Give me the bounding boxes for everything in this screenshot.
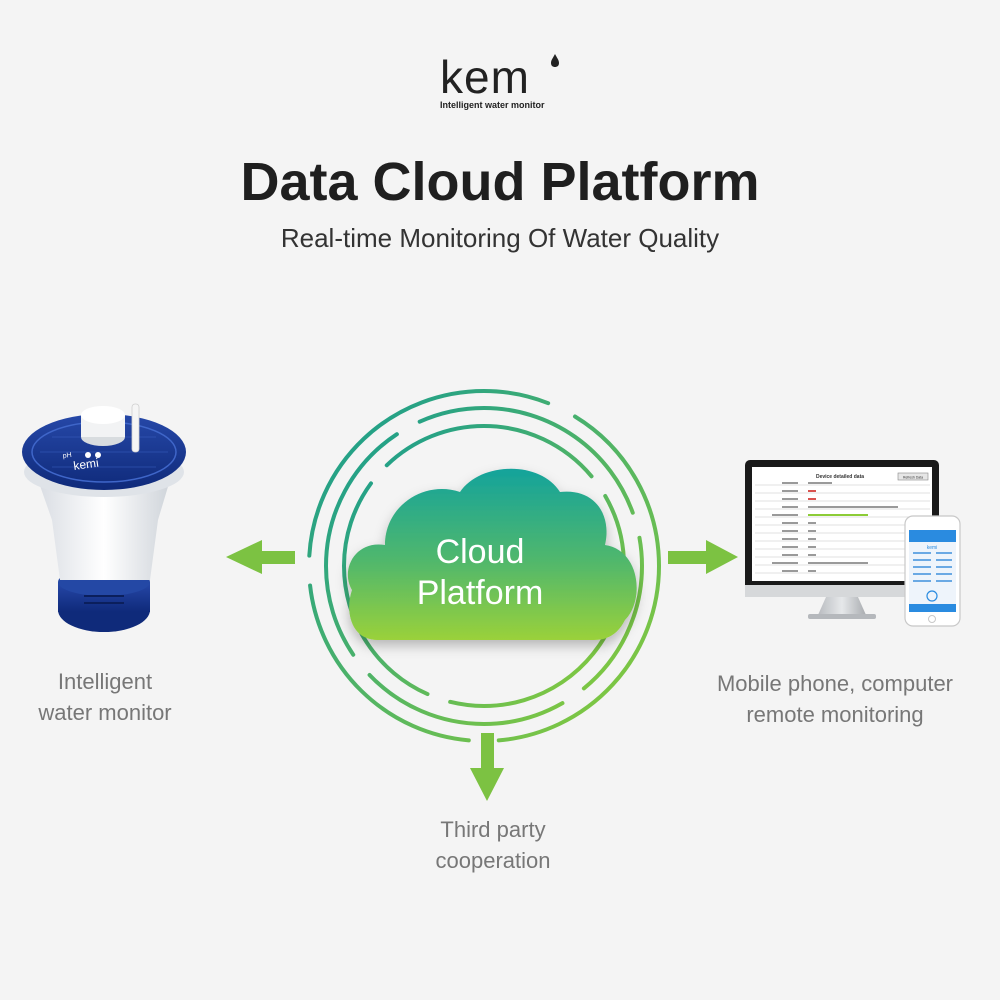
right-node-label: Mobile phone, computer remote monitoring: [680, 668, 990, 730]
page-title: Data Cloud Platform: [240, 152, 760, 212]
phone-app-logo: kemi: [927, 545, 938, 551]
cloud-label: Cloud Platform: [380, 532, 580, 614]
logo-tagline: Intelligent water monitor: [440, 100, 545, 110]
device-ph-text: pH: [62, 452, 72, 460]
left-arrow: [226, 540, 295, 574]
mobile-phone: [904, 515, 961, 627]
water-monitor-device: [22, 403, 186, 632]
logo-drop-icon: [551, 54, 559, 67]
bottom-label-line1: Third party: [440, 817, 546, 842]
left-node-label: Intelligent water monitor: [0, 666, 210, 728]
refresh-data-button: [897, 472, 929, 481]
middle-ring: [324, 406, 644, 726]
left-label-line2: water monitor: [38, 700, 172, 725]
right-label-line1: Mobile phone, computer: [716, 671, 954, 696]
brand-logo: kem Intelligent water monitor: [420, 50, 580, 114]
right-arrow: [668, 540, 738, 574]
bottom-label-line2: cooperation: [435, 848, 551, 873]
refresh-data-label: Refresh Data: [903, 476, 923, 480]
device-brand-text: kemi: [72, 456, 99, 473]
right-label-line2: remote monitoring: [746, 702, 924, 727]
cloud-shape: [347, 468, 637, 640]
cloud-label-line2: Platform: [416, 574, 544, 612]
page-subtitle: Real-time Monitoring Of Water Quality: [280, 223, 720, 253]
outer-ring: [307, 389, 661, 743]
bottom-node-label: Third party cooperation: [393, 814, 593, 876]
screen-title: Device detailed data: [816, 474, 864, 480]
down-arrow: [470, 733, 504, 801]
screen-cells: [772, 482, 898, 572]
logo-word: kem: [440, 51, 530, 103]
left-label-line1: Intelligent: [57, 669, 153, 694]
computer-monitor: [745, 460, 939, 619]
cloud-label-line1: Cloud: [435, 533, 525, 571]
screen-rows: [755, 484, 930, 574]
